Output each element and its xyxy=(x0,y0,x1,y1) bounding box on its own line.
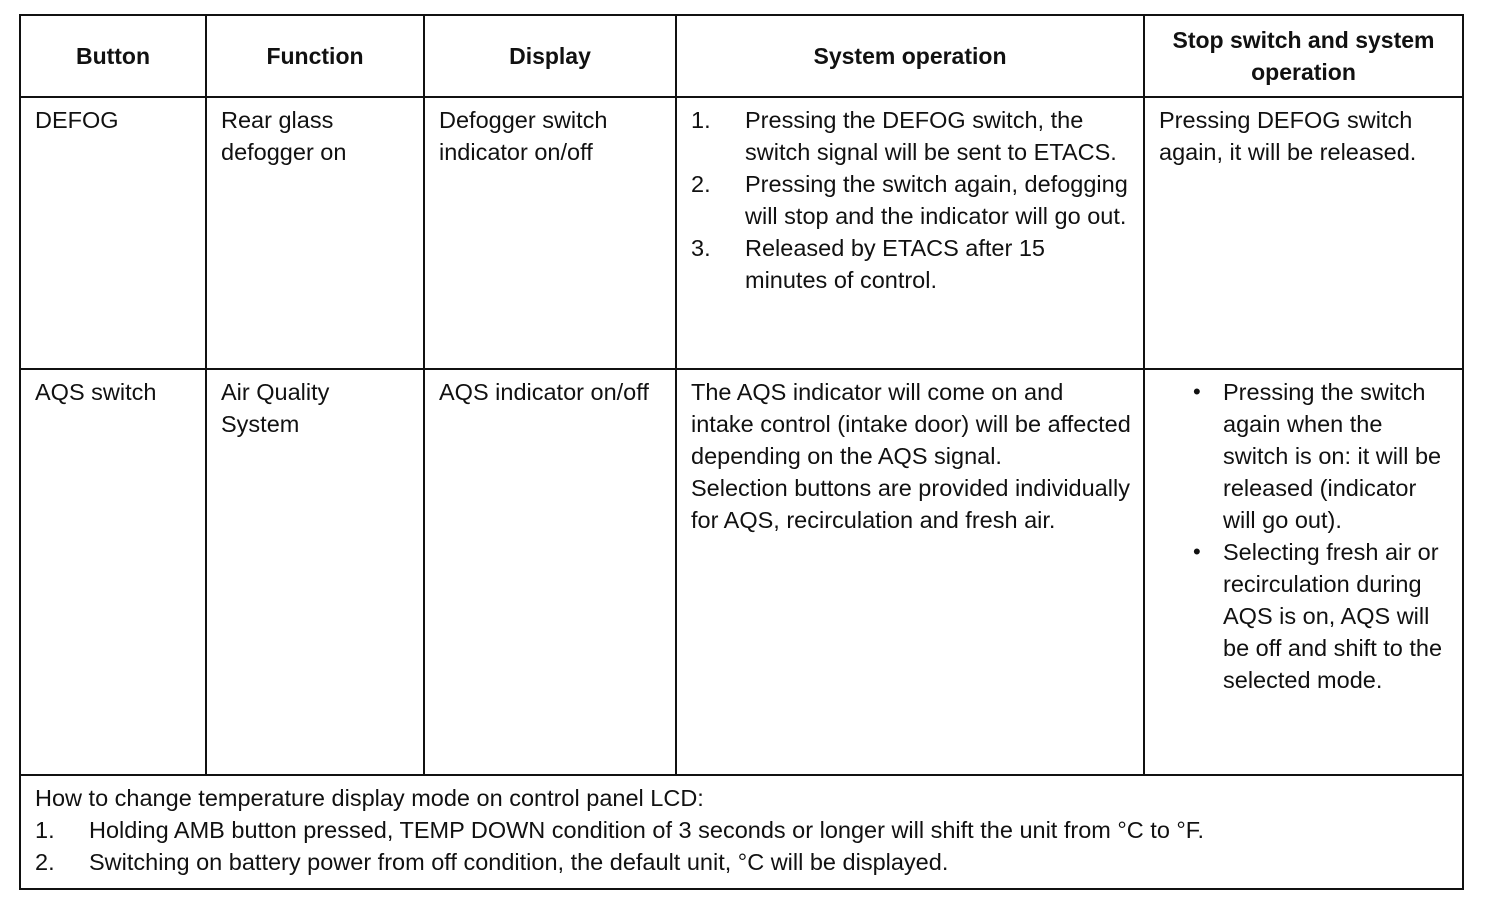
operation-table: Button Function Display System operation… xyxy=(19,14,1464,890)
step-number: 2. xyxy=(35,849,55,875)
step-number: 2. xyxy=(691,171,711,197)
note-step: 1. Holding AMB button pressed, TEMP DOWN… xyxy=(35,814,1450,846)
stop-bullet: • Pressing the switch again when the swi… xyxy=(1193,376,1450,536)
operation-paragraph: Selection buttons are provided individua… xyxy=(691,475,1130,533)
cell-system-operation: 1. Pressing the DEFOG switch, the switch… xyxy=(675,96,1145,370)
header-system-operation: System operation xyxy=(675,14,1145,98)
stop-bullet-list: • Pressing the switch again when the swi… xyxy=(1159,376,1450,696)
cell-function: Rear glass defogger on xyxy=(205,96,425,370)
cell-display: Defogger switch indicator on/off xyxy=(423,96,677,370)
stop-bullet: • Selecting fresh air or recirculation d… xyxy=(1193,536,1450,696)
note-step: 2. Switching on battery power from off c… xyxy=(35,846,1450,878)
header-button: Button xyxy=(19,14,207,98)
bullet-icon: • xyxy=(1193,539,1201,564)
table-row-note: How to change temperature display mode o… xyxy=(19,774,1464,890)
note-cell: How to change temperature display mode o… xyxy=(19,774,1464,890)
step-text: Pressing the DEFOG switch, the switch si… xyxy=(745,107,1117,165)
header-display: Display xyxy=(423,14,677,98)
operation-step: 2. Pressing the switch again, defogging … xyxy=(691,168,1131,232)
cell-stop-switch: Pressing DEFOG switch again, it will be … xyxy=(1143,96,1464,370)
header-function: Function xyxy=(205,14,425,98)
stop-bullet-text: Selecting fresh air or recirculation dur… xyxy=(1223,539,1443,693)
step-number: 1. xyxy=(691,107,711,133)
cell-display: AQS indicator on/off xyxy=(423,368,677,776)
cell-stop-switch: • Pressing the switch again when the swi… xyxy=(1143,368,1464,776)
bullet-icon: • xyxy=(1193,379,1201,404)
note-title: How to change temperature display mode o… xyxy=(35,785,704,811)
table-row-aqs: AQS switch Air Quality System AQS indica… xyxy=(19,368,1464,776)
operation-paragraph: The AQS indicator will come on and intak… xyxy=(691,379,1131,469)
cell-button: DEFOG xyxy=(19,96,207,370)
step-text: Released by ETACS after 15 minutes of co… xyxy=(745,235,1045,293)
step-number: 3. xyxy=(691,235,711,261)
operation-steps: 1. Pressing the DEFOG switch, the switch… xyxy=(691,104,1131,296)
cell-button: AQS switch xyxy=(19,368,207,776)
step-text: Pressing the switch again, defogging wil… xyxy=(745,171,1128,229)
cell-system-operation: The AQS indicator will come on and intak… xyxy=(675,368,1145,776)
operation-step: 1. Pressing the DEFOG switch, the switch… xyxy=(691,104,1131,168)
note-steps: 1. Holding AMB button pressed, TEMP DOWN… xyxy=(35,814,1450,878)
step-text: Holding AMB button pressed, TEMP DOWN co… xyxy=(89,817,1205,843)
stop-bullet-text: Pressing the switch again when the switc… xyxy=(1223,379,1442,533)
table-row-defog: DEFOG Rear glass defogger on Defogger sw… xyxy=(19,96,1464,370)
cell-function: Air Quality System xyxy=(205,368,425,776)
operation-step: 3. Released by ETACS after 15 minutes of… xyxy=(691,232,1131,296)
header-row: Button Function Display System operation… xyxy=(19,14,1464,98)
step-number: 1. xyxy=(35,817,55,843)
step-text: Switching on battery power from off cond… xyxy=(89,849,949,875)
header-stop-switch: Stop switch and system operation xyxy=(1143,14,1464,98)
